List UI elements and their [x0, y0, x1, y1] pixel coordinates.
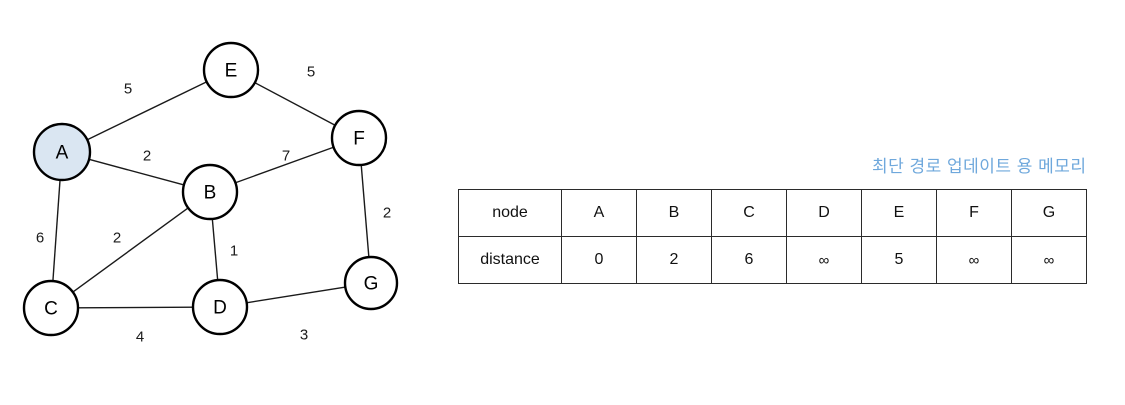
table-cell-r0-c1: B — [636, 189, 712, 237]
edge-weight-d-g: 3 — [300, 327, 308, 344]
table-cell-r1-c6: ∞ — [1011, 236, 1087, 284]
node-circle-a — [32, 122, 92, 182]
graph-edge-c-b — [71, 206, 190, 294]
node-circle-f — [330, 109, 388, 167]
table-cell-r1-c4: 5 — [861, 236, 937, 284]
node-label-e: E — [225, 61, 238, 82]
node-label-d: D — [213, 298, 227, 319]
edge-weight-c-d: 4 — [136, 329, 144, 346]
edge-weight-a-c: 6 — [36, 230, 44, 247]
node-circle-d — [191, 278, 249, 336]
node-circle-c — [22, 279, 80, 337]
graph-edge-weights: 5 5 2 7 6 2 1 2 4 3 — [36, 64, 391, 346]
table-cell-r0-c3: D — [786, 189, 862, 237]
graph-edge-a-e — [85, 80, 208, 141]
table-cell-r1-c2: 6 — [711, 236, 787, 284]
graph-edge-b-f — [234, 146, 335, 184]
table-cell-r1-c5: ∞ — [936, 236, 1012, 284]
table-cell-r0-c2: C — [711, 189, 787, 237]
graph-node-b[interactable]: B — [181, 163, 239, 221]
table-cell-r0-c5: F — [936, 189, 1012, 237]
graph-edge-a-c — [52, 178, 61, 283]
node-circle-e — [202, 41, 260, 99]
table-cell-r1-c1: 2 — [636, 236, 712, 284]
graph-edges — [52, 80, 370, 309]
edge-weight-e-f: 5 — [307, 64, 315, 81]
graph-edge-a-b — [87, 158, 186, 186]
graph-node-d[interactable]: D — [191, 278, 249, 336]
graph-figure: 5 5 2 7 6 2 1 2 4 3 A B C D E F G — [22, 41, 399, 346]
node-circle-g — [343, 255, 399, 311]
node-label-c: C — [44, 299, 58, 320]
edge-weight-b-f: 7 — [282, 148, 290, 165]
graph-nodes: A B C D E F G — [22, 41, 399, 337]
graph-edge-c-d — [76, 306, 195, 309]
graph-edge-f-g — [360, 163, 370, 259]
edge-weight-a-b: 2 — [143, 148, 151, 165]
node-label-a: A — [56, 143, 69, 164]
graph-node-g[interactable]: G — [343, 255, 399, 311]
table-cell-r1-c3: ∞ — [786, 236, 862, 284]
table-row-header-distance: distance — [458, 236, 562, 284]
edge-weight-c-b: 2 — [113, 230, 121, 247]
edge-weight-b-d: 1 — [230, 243, 238, 260]
node-label-g: G — [364, 274, 379, 295]
memory-table-caption: 최단 경로 업데이트 용 메모리 — [872, 157, 1087, 176]
table-cell-r0-c6: G — [1011, 189, 1087, 237]
graph-node-c[interactable]: C — [22, 279, 80, 337]
table-cell-r0-c0: A — [561, 189, 637, 237]
table-cell-r1-c0: 0 — [561, 236, 637, 284]
edge-weight-f-g: 2 — [383, 205, 391, 222]
graph-node-e[interactable]: E — [202, 41, 260, 99]
table-row-header-node: node — [458, 189, 562, 237]
node-label-b: B — [204, 183, 217, 204]
graph-edge-d-g — [245, 286, 347, 304]
node-label-f: F — [353, 129, 365, 150]
graph-edge-b-d — [211, 217, 219, 282]
graph-edge-e-f — [253, 81, 337, 127]
graph-node-f[interactable]: F — [330, 109, 388, 167]
table-cell-r0-c4: E — [861, 189, 937, 237]
graph-node-a[interactable]: A — [32, 122, 92, 182]
node-circle-b — [181, 163, 239, 221]
edge-weight-a-e: 5 — [124, 81, 132, 98]
